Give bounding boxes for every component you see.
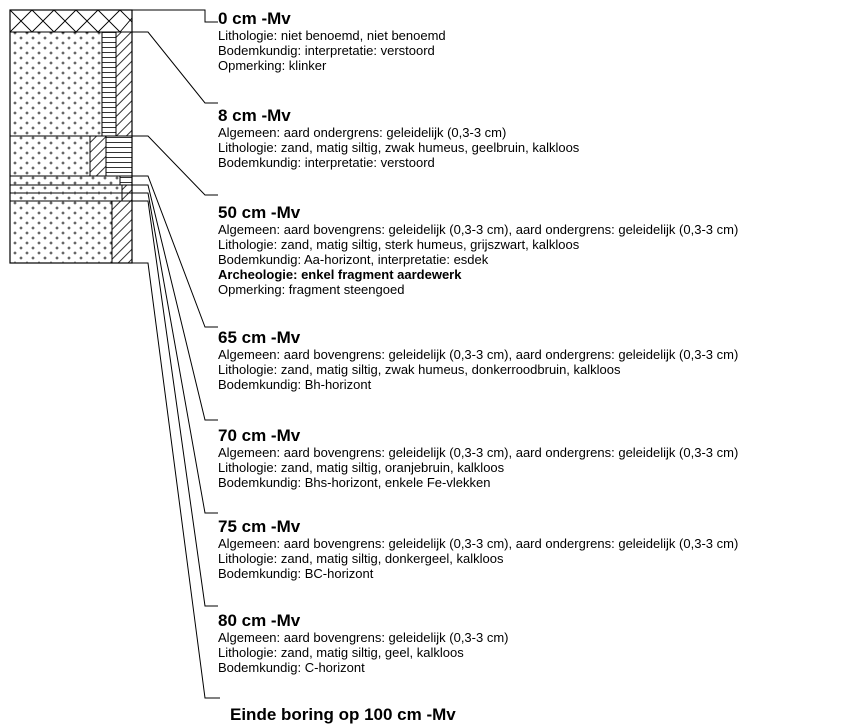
bodemkundig-line: Bodemkundig: interpretatie: verstoord (218, 43, 435, 58)
leader-65cm (132, 175, 218, 328)
depth-heading: 70 cm -Mv (218, 426, 301, 445)
algemeen-line: Algemeen: aard bovengrens: geleidelijk (… (218, 222, 739, 237)
depth-heading: 8 cm -Mv (218, 106, 291, 125)
depth-heading: 0 cm -Mv (218, 9, 291, 28)
leader-70cm (132, 184, 218, 421)
bodemkundig-line: Bodemkundig: Bh-horizont (218, 377, 372, 392)
bodemkundig-line: Bodemkundig: Aa-horizont, interpretatie:… (218, 252, 489, 267)
lithologie-line: Lithologie: zand, matig siltig, sterk hu… (218, 237, 580, 252)
lithologie-line: Lithologie: zand, matig siltig, donkerge… (218, 551, 504, 566)
algemeen-line: Algemeen: aard bovengrens: geleidelijk (… (218, 536, 739, 551)
algemeen-line: Algemeen: aard bovengrens: geleidelijk (… (218, 445, 739, 460)
depth-heading: 75 cm -Mv (218, 517, 301, 536)
algemeen-line: Algemeen: aard ondergrens: geleidelijk (… (218, 125, 507, 140)
end-of-boring-label: Einde boring op 100 cm -Mv (230, 705, 456, 724)
opmerking-line: Opmerking: fragment steengoed (218, 282, 405, 297)
entry-0cm: 0 cm -Mv Lithologie: niet benoemd, niet … (218, 9, 864, 74)
algemeen-line: Algemeen: aard bovengrens: geleidelijk (… (218, 347, 739, 362)
entry-50cm: 50 cm -Mv Algemeen: aard bovengrens: gel… (218, 203, 864, 298)
layer-klinker (9, 9, 133, 33)
leader-80cm (132, 200, 218, 607)
leader-end (132, 262, 220, 699)
layer-65cm (9, 175, 133, 186)
leader-50cm (132, 135, 218, 196)
leader-lines (132, 9, 220, 699)
layer-50cm (9, 135, 133, 177)
depth-heading: 65 cm -Mv (218, 328, 301, 347)
depth-heading: 50 cm -Mv (218, 203, 301, 222)
entry-8cm: 8 cm -Mv Algemeen: aard ondergrens: gele… (218, 106, 864, 171)
layer-70cm (9, 184, 133, 194)
archeologie-line: Archeologie: enkel fragment aardewerk (218, 267, 462, 282)
lithologie-line: Lithologie: zand, matig siltig, zwak hum… (218, 140, 580, 155)
layer-80cm (9, 200, 133, 264)
opmerking-line: Opmerking: klinker (218, 58, 327, 73)
bodemkundig-line: Bodemkundig: BC-horizont (218, 566, 374, 581)
bodemkundig-line: Bodemkundig: interpretatie: verstoord (218, 155, 435, 170)
lithologie-line: Lithologie: niet benoemd, niet benoemd (218, 28, 446, 43)
leader-8cm (132, 31, 218, 104)
bodemkundig-line: Bodemkundig: C-horizont (218, 660, 365, 675)
depth-heading: 80 cm -Mv (218, 611, 301, 630)
leader-75cm (132, 192, 218, 514)
entry-80cm: 80 cm -Mv Algemeen: aard bovengrens: gel… (218, 611, 864, 676)
bodemkundig-line: Bodemkundig: Bhs-horizont, enkele Fe-vle… (218, 475, 491, 490)
lithologie-line: Lithologie: zand, matig siltig, oranjebr… (218, 460, 505, 475)
algemeen-line: Algemeen: aard bovengrens: geleidelijk (… (218, 630, 509, 645)
layer-75cm (9, 192, 133, 202)
layer-8cm (9, 31, 133, 137)
entry-75cm: 75 cm -Mv Algemeen: aard bovengrens: gel… (218, 517, 864, 582)
leader-0cm (132, 9, 218, 23)
entry-65cm: 65 cm -Mv Algemeen: aard bovengrens: gel… (218, 328, 864, 393)
lithologie-line: Lithologie: zand, matig siltig, zwak hum… (218, 362, 621, 377)
entry-70cm: 70 cm -Mv Algemeen: aard bovengrens: gel… (218, 426, 864, 491)
lithologie-line: Lithologie: zand, matig siltig, geel, ka… (218, 645, 464, 660)
